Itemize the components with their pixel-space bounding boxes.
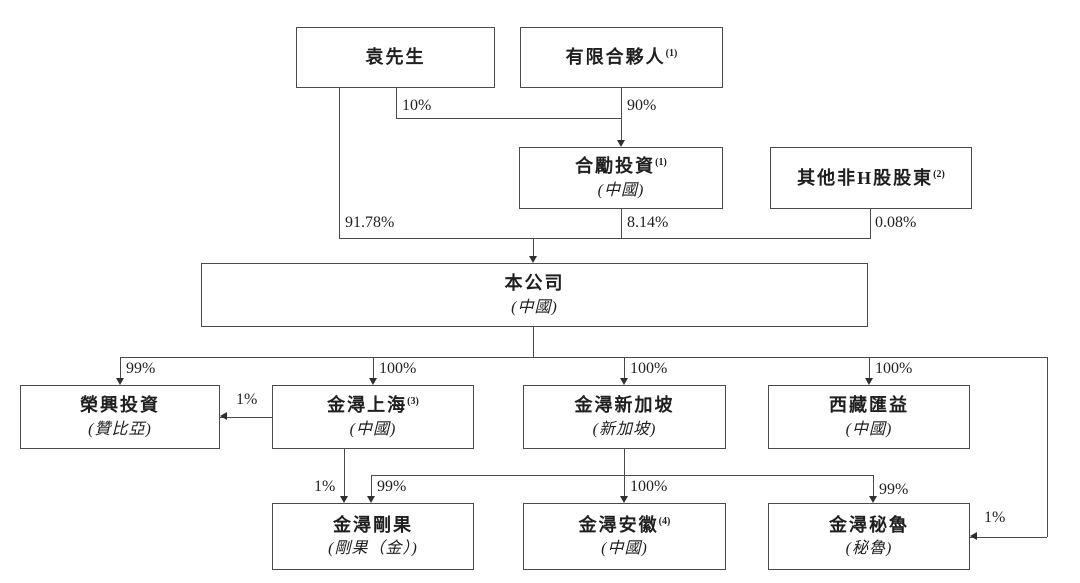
edge-label: 0.08%: [875, 214, 917, 231]
footnote-marker: (2): [933, 168, 945, 180]
edge-line: [621, 88, 622, 141]
node-title: 金潯剛果: [333, 514, 413, 535]
edge-line: [220, 417, 272, 418]
arrow-down-icon: [620, 378, 628, 385]
node-jinxun-singapore: 金潯新加坡 (新加坡): [523, 385, 726, 449]
arrow-down-icon: [617, 140, 625, 147]
node-limited-partners: 有限合夥人(1): [520, 27, 723, 88]
node-title: 榮興投資: [80, 395, 160, 416]
edge-line: [373, 357, 374, 378]
node-jurisdiction: (剛果（金）): [328, 540, 418, 558]
edge-line: [621, 209, 622, 238]
edge-line: [624, 449, 625, 496]
edge-label: 100%: [630, 360, 668, 377]
node-jurisdiction: (中國): [511, 298, 558, 316]
edge-label: 10%: [402, 97, 432, 114]
edge-label: 91.78%: [345, 214, 395, 231]
node-jurisdiction: (中國): [845, 420, 893, 438]
node-other-non-h-shareholders: 其他非H股股東(2): [770, 147, 972, 209]
node-xizang-huiyi: 西藏匯益 (中國): [768, 385, 970, 449]
node-jurisdiction: (新加坡): [592, 420, 657, 438]
node-jurisdiction: (中國): [597, 181, 645, 199]
edge-line: [970, 537, 1047, 538]
node-jurisdiction: (贊比亞): [88, 420, 152, 438]
edge-line: [1047, 357, 1048, 537]
node-the-company: 本公司 (中國): [201, 263, 868, 327]
node-title: 其他非H股股東(2): [797, 167, 945, 188]
edge-line: [120, 357, 121, 378]
footnote-marker: (1): [665, 48, 678, 60]
arrow-down-icon: [369, 378, 377, 385]
arrow-down-icon: [620, 496, 628, 503]
edge-line: [533, 238, 534, 257]
edge-label: 90%: [627, 97, 657, 114]
node-jurisdiction: (中國): [349, 420, 397, 438]
edge-line: [120, 357, 1048, 358]
node-jurisdiction: (中國): [601, 540, 648, 558]
footnote-marker: (3): [407, 396, 419, 408]
node-title: 金潯秘魯: [829, 514, 909, 535]
node-jinxun-congo: 金潯剛果 (剛果（金）): [272, 503, 474, 570]
edge-line: [339, 238, 871, 239]
edge-line: [339, 88, 340, 238]
edge-line: [873, 475, 874, 496]
node-title: 金潯上海(3): [327, 395, 419, 416]
arrow-left-icon: [220, 412, 227, 420]
edge-label: 100%: [875, 360, 913, 377]
edge-label: 1%: [984, 509, 1006, 526]
edge-label: 1%: [236, 391, 258, 408]
edge-label: 8.14%: [627, 214, 669, 231]
edge-label: 1%: [314, 478, 336, 495]
node-title: 金潯新加坡: [574, 395, 675, 416]
arrow-down-icon: [869, 496, 877, 503]
arrow-down-icon: [116, 378, 124, 385]
edge-line: [371, 475, 372, 496]
arrow-down-icon: [865, 378, 873, 385]
edge-line: [533, 327, 534, 357]
node-title: 有限合夥人(1): [565, 47, 678, 68]
node-jinxun-peru: 金潯秘魯 (秘魯): [768, 503, 970, 570]
edge-line: [344, 449, 345, 496]
node-yuan: 袁先生: [296, 27, 495, 88]
node-jurisdiction: (秘魯): [845, 540, 893, 558]
node-rongxing-investment: 榮興投資 (贊比亞): [20, 385, 220, 449]
arrow-down-icon: [340, 496, 348, 503]
arrow-left-icon: [970, 532, 977, 540]
edge-label: 99%: [126, 360, 156, 377]
edge-line: [869, 357, 870, 378]
node-title: 本公司: [504, 273, 565, 294]
edge-line: [624, 357, 625, 378]
node-title: 合勵投資(1): [575, 156, 667, 177]
footnote-marker: (1): [655, 157, 667, 169]
edge-label: 100%: [379, 360, 417, 377]
node-heli-investment: 合勵投資(1) (中國): [519, 147, 723, 209]
node-jinxun-anhui: 金潯安徽(4) (中國): [523, 503, 726, 570]
footnote-marker: (4): [658, 515, 671, 527]
edge-line: [396, 118, 622, 119]
edge-line: [870, 209, 871, 238]
node-title: 袁先生: [365, 47, 426, 68]
node-title: 西藏匯益: [829, 395, 909, 416]
node-jinxun-shanghai: 金潯上海(3) (中國): [272, 385, 474, 449]
edge-label: 100%: [630, 478, 668, 495]
arrow-down-icon: [367, 496, 375, 503]
arrow-down-icon: [529, 256, 537, 263]
node-title: 金潯安徽(4): [578, 514, 671, 535]
edge-label: 99%: [377, 478, 407, 495]
edge-label: 99%: [879, 481, 909, 498]
edge-line: [371, 475, 873, 476]
edge-line: [396, 88, 397, 119]
